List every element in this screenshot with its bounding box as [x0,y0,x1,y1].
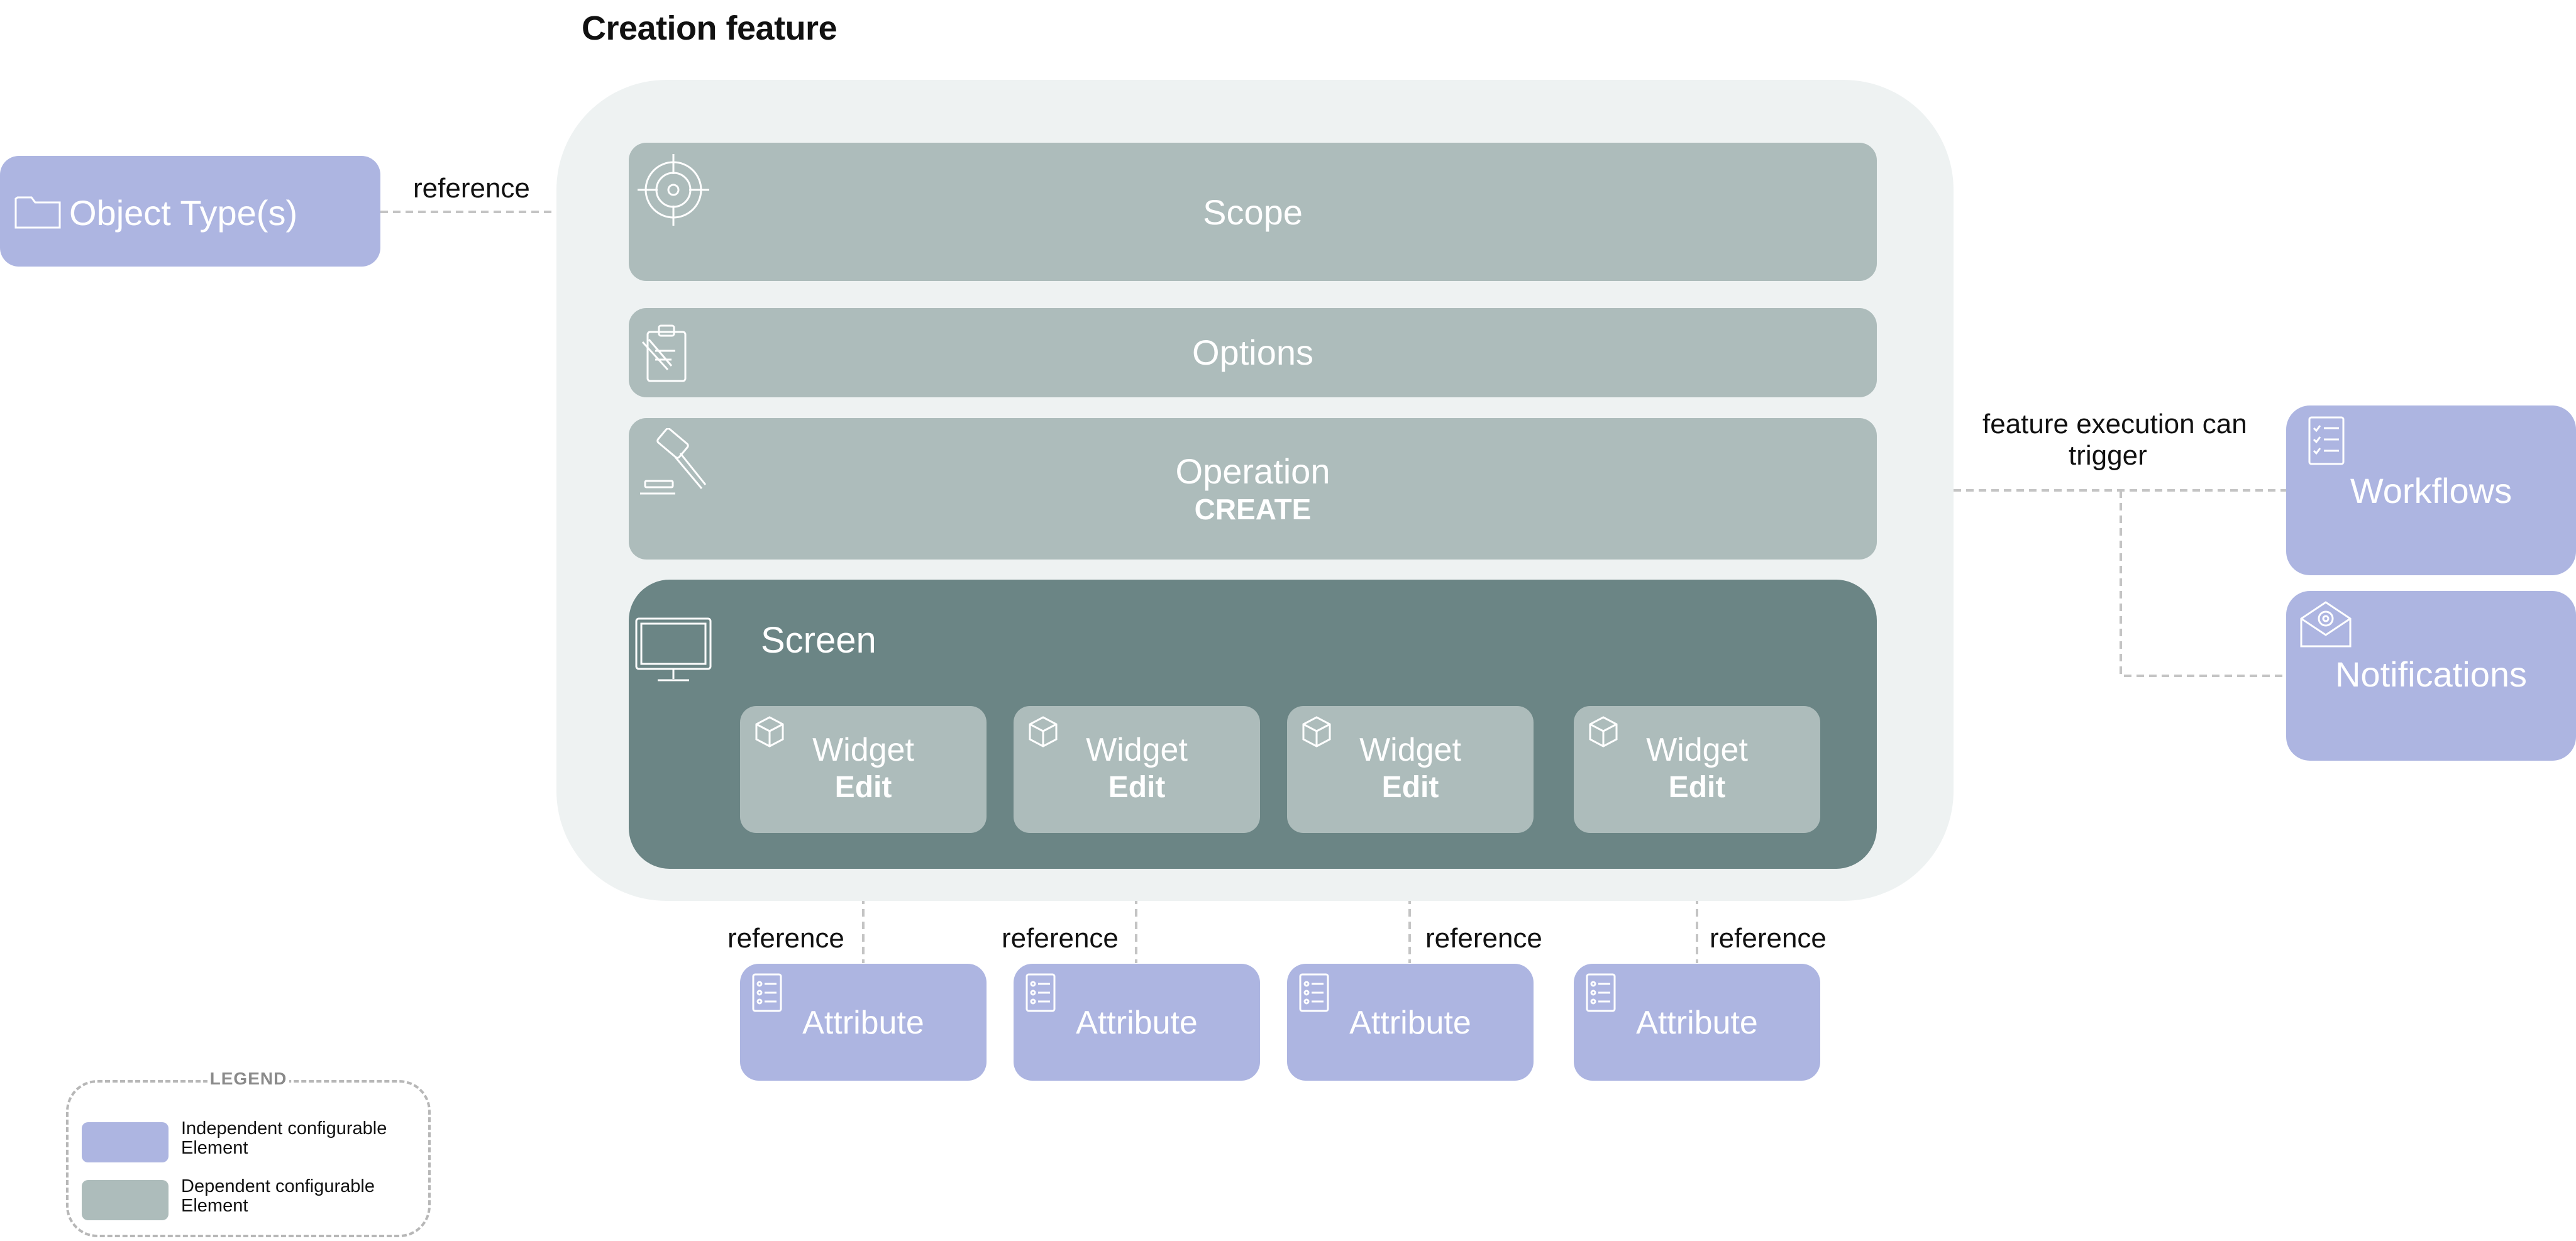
object-types-element: Object Type(s) [0,156,380,267]
reference-label-attribute-4: reference [1710,923,1827,954]
notifications-element: Notifications [2286,591,2576,761]
attribute-element-3: Attribute [1287,964,1534,1081]
widget-label: Widget [1359,732,1461,768]
legend-title: LEGEND [207,1069,289,1089]
legend-text-line: Element [181,1196,248,1216]
legend-swatch-dependent [82,1180,169,1220]
operation-type-label: CREATE [1194,493,1312,526]
scope-block: Scope [629,143,1877,281]
attribute-element-2: Attribute [1014,964,1260,1081]
widget-edit-3: Widget Edit [1287,706,1534,833]
widget-mode-label: Edit [1108,771,1166,804]
scope-label: Scope [1203,192,1303,232]
attribute-label: Attribute [1076,1005,1198,1041]
legend-text-line: Independent configurable [181,1118,387,1139]
list-icon [1586,973,1616,1012]
legend-text-independent: Independent configurable Element [181,1119,420,1158]
monitor-icon [635,617,712,681]
attribute-label: Attribute [1636,1005,1758,1041]
workflows-element: Workflows [2286,405,2576,575]
checklist-icon [2308,416,2345,465]
attribute-label: Attribute [802,1005,924,1041]
list-icon [752,973,782,1012]
gavel-icon [640,428,707,495]
widget-edit-1: Widget Edit [740,706,987,833]
object-types-label: Object Type(s) [69,193,298,233]
target-icon [638,154,709,226]
trigger-label-line-1: feature execution can [1982,409,2247,439]
options-block: Options [629,308,1877,397]
connector-feature-to-notifications [2120,490,2286,677]
widget-edit-4: Widget Edit [1574,706,1820,833]
cube-icon [1589,716,1618,747]
operation-label: Operation [1175,451,1330,491]
reference-label-object-types: reference [413,173,530,204]
attribute-label: Attribute [1349,1005,1471,1041]
widget-edit-2: Widget Edit [1014,706,1260,833]
trigger-label-line-2: trigger [2069,440,2147,471]
widget-mode-label: Edit [834,771,892,804]
clipboard-icon [641,324,687,382]
widget-mode-label: Edit [1668,771,1726,804]
legend-text-dependent: Dependent configurable Element [181,1177,420,1216]
operation-block: Operation CREATE [629,418,1877,560]
workflows-label: Workflows [2350,471,2512,510]
widget-label: Widget [1086,732,1188,768]
legend-text-line: Element [181,1138,248,1158]
options-label: Options [1192,333,1313,372]
envelope-icon [2300,601,2352,648]
cube-icon [1029,716,1058,747]
screen-label: Screen [761,620,876,661]
list-icon [1025,973,1056,1012]
legend-swatch-independent [82,1122,169,1162]
cube-icon [1302,716,1331,747]
list-icon [1299,973,1329,1012]
attribute-element-1: Attribute [740,964,987,1081]
reference-label-attribute-3: reference [1425,923,1542,954]
reference-label-attribute-1: reference [727,923,844,954]
widget-label: Widget [812,732,914,768]
reference-label-attribute-2: reference [1002,923,1119,954]
diagram-title: Creation feature [582,9,837,47]
legend-text-line: Dependent configurable [181,1176,375,1196]
notifications-label: Notifications [2335,654,2528,694]
widget-label: Widget [1646,732,1748,768]
cube-icon [755,716,784,747]
folder-icon [14,196,61,229]
widget-mode-label: Edit [1381,771,1439,804]
attribute-element-4: Attribute [1574,964,1820,1081]
